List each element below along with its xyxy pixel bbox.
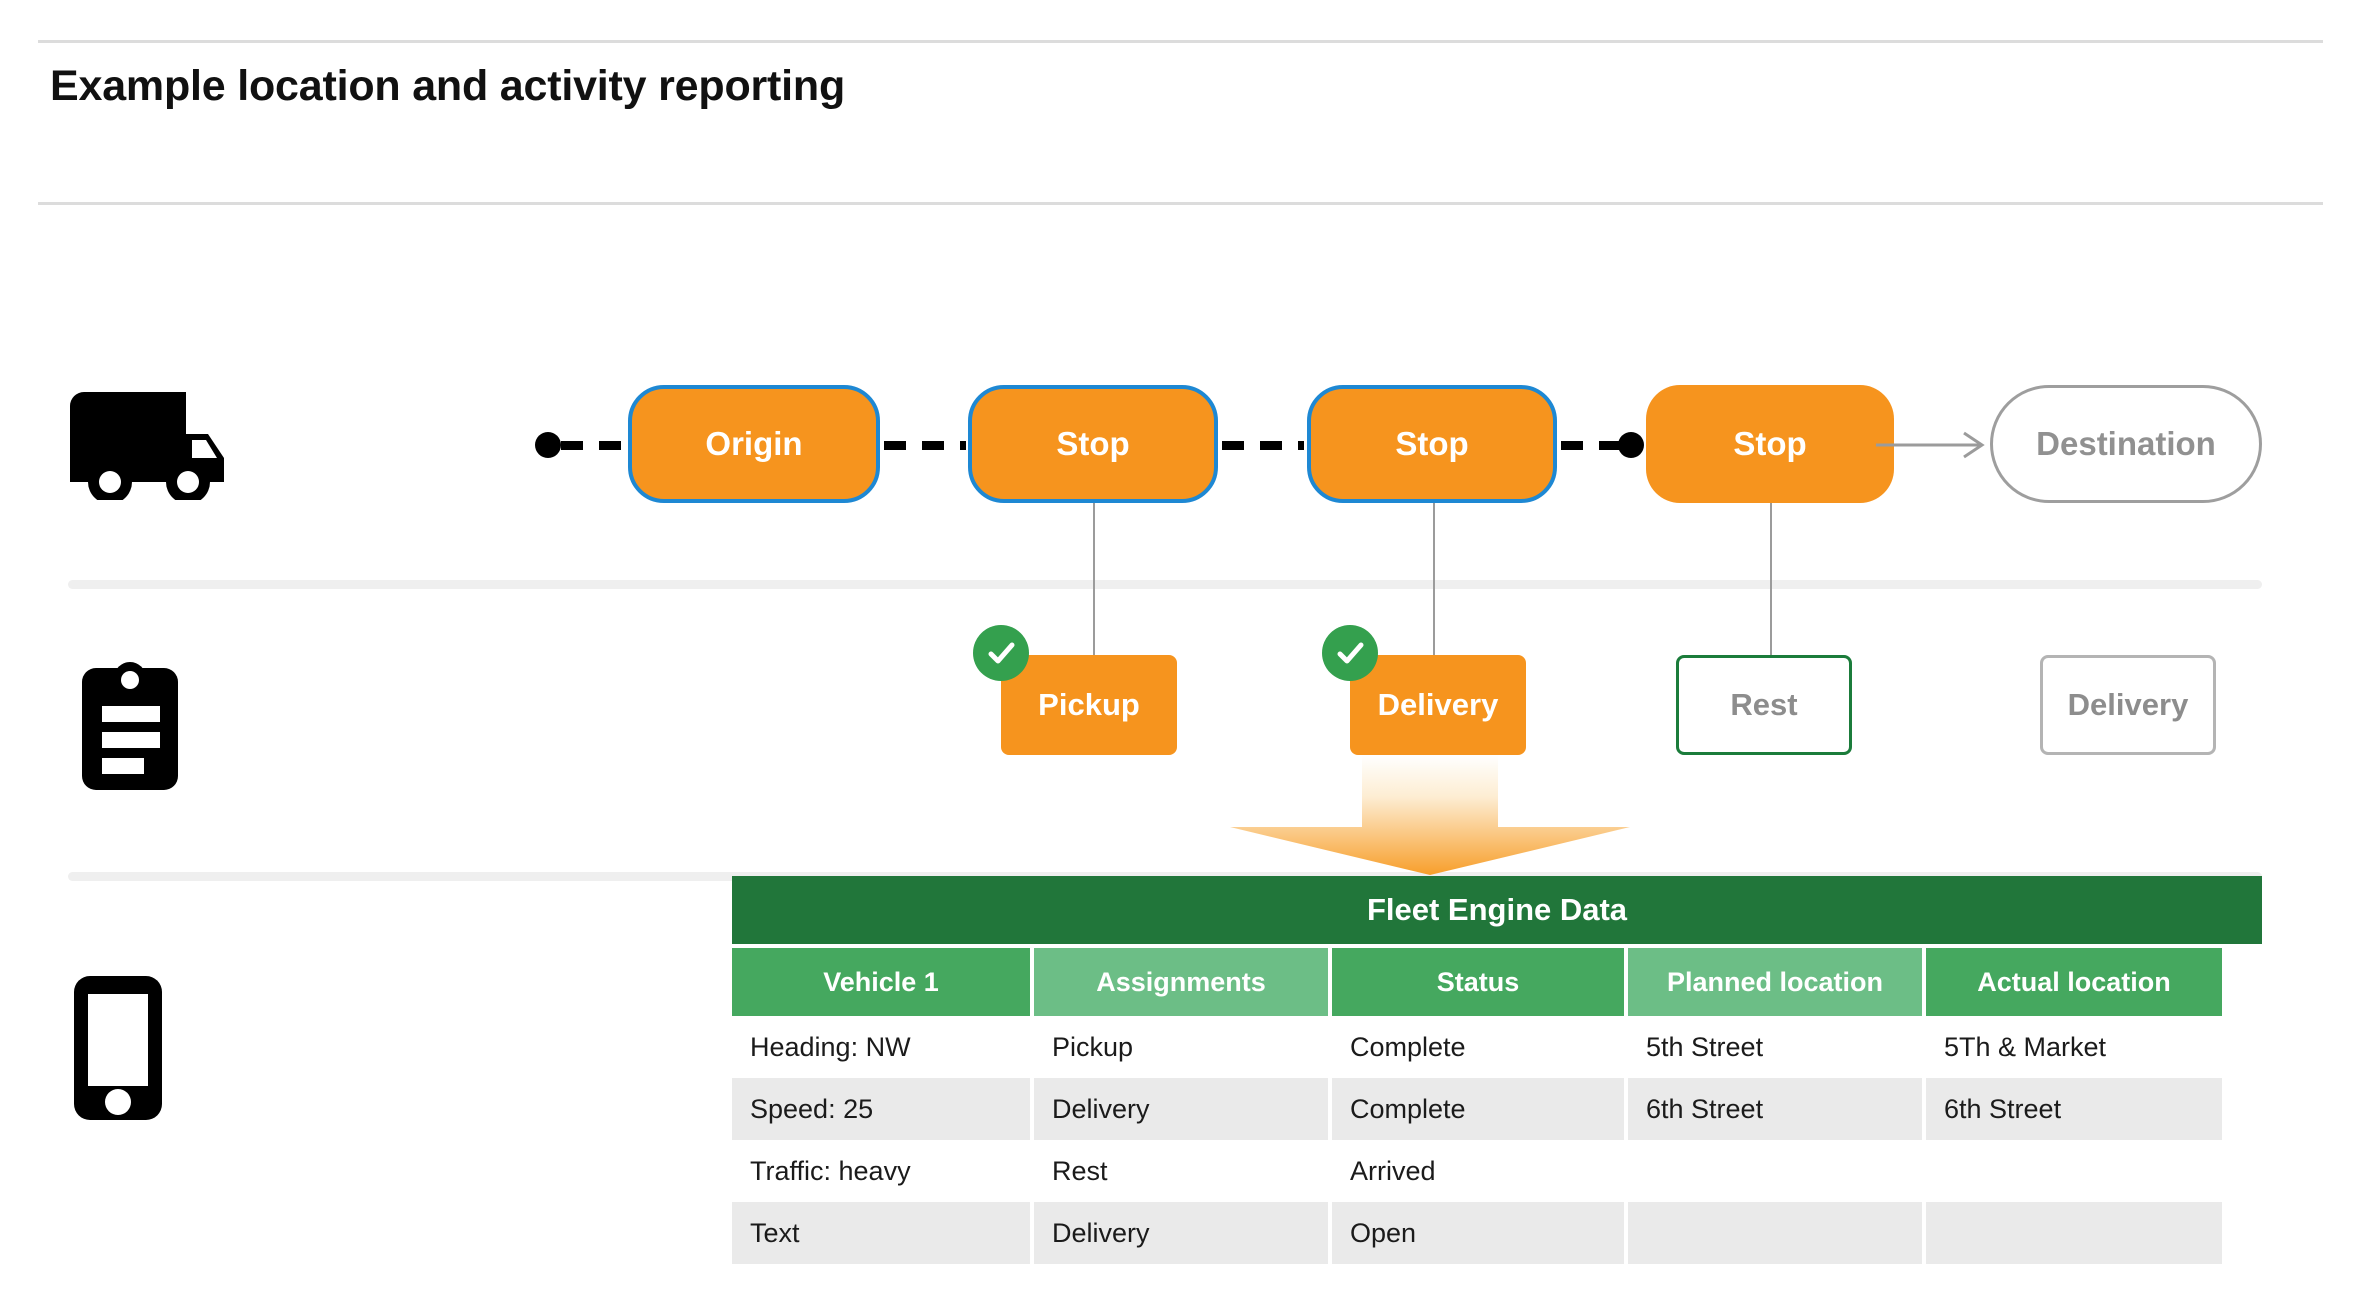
header-bottom-rule (38, 202, 2323, 205)
activity-card-delivery-open[interactable]: Delivery (2040, 655, 2216, 755)
journey-node-label: Stop (1056, 425, 1130, 462)
truck-icon (66, 390, 226, 505)
journey-dash-segment (1222, 441, 1304, 450)
header-top-rule (38, 40, 2323, 43)
destination-arrow-icon (1876, 425, 1996, 470)
table-column-header-actual-location[interactable]: Actual location (1926, 948, 2222, 1016)
clipboard-icon (70, 662, 190, 797)
table-cell: Text (732, 1202, 1030, 1264)
table-cell: 6th Street (1628, 1078, 1922, 1140)
journey-node-label: Origin (705, 425, 803, 462)
table-row: Speed: 25 Delivery Complete 6th Street 6… (732, 1078, 2262, 1140)
activity-card-label: Rest (1730, 687, 1798, 722)
table-cell: Traffic: heavy (732, 1140, 1030, 1202)
table-cell: Heading: NW (732, 1016, 1030, 1078)
page-title: Example location and activity reporting (50, 62, 846, 110)
journey-node-stop-2[interactable]: Stop (1307, 385, 1557, 503)
table-cell: Rest (1034, 1140, 1328, 1202)
activity-card-label: Delivery (1377, 687, 1499, 722)
stem-stop2-delivery (1433, 503, 1435, 658)
activity-complete-check-icon (973, 625, 1029, 681)
table-cell: Delivery (1034, 1202, 1328, 1264)
stem-stop3-rest (1770, 503, 1772, 658)
activity-card-pickup[interactable]: Pickup (1001, 655, 1177, 755)
table-cell: Speed: 25 (732, 1078, 1030, 1140)
table-cell: 5th Street (1628, 1016, 1922, 1078)
table-row: Traffic: heavy Rest Arrived (732, 1140, 2262, 1202)
table-cell (1628, 1140, 1922, 1202)
fleet-engine-data-table: Fleet Engine Data Vehicle 1 Assignments … (732, 876, 2262, 1264)
journey-node-origin[interactable]: Origin (628, 385, 880, 503)
smartphone-icon (68, 972, 168, 1129)
table-cell: 5Th & Market (1926, 1016, 2222, 1078)
journey-node-stop-3[interactable]: Stop (1646, 385, 1894, 503)
activity-card-label: Delivery (2067, 687, 2189, 722)
journey-start-dot (535, 432, 561, 458)
journey-node-destination[interactable]: Destination (1990, 385, 2262, 503)
data-flow-arrow-icon (1170, 755, 1690, 882)
table-cell (1926, 1140, 2222, 1202)
table-column-header-status[interactable]: Status (1332, 948, 1624, 1016)
table-title: Fleet Engine Data (732, 876, 2262, 944)
table-cell: Delivery (1034, 1078, 1328, 1140)
table-cell (1926, 1202, 2222, 1264)
journey-node-label: Stop (1733, 425, 1807, 462)
table-row: Text Delivery Open (732, 1202, 2262, 1264)
journey-mid-dot (1618, 432, 1644, 458)
table-cell: Arrived (1332, 1140, 1624, 1202)
table-cell: Open (1332, 1202, 1624, 1264)
journey-dash-segment (561, 441, 631, 450)
table-cell: Complete (1332, 1016, 1624, 1078)
table-column-header-assignments[interactable]: Assignments (1034, 948, 1328, 1016)
activity-complete-check-icon (1322, 625, 1378, 681)
activity-card-label: Pickup (1038, 687, 1140, 722)
journey-dash-segment (884, 441, 966, 450)
journey-node-stop-1[interactable]: Stop (968, 385, 1218, 503)
table-row: Heading: NW Pickup Complete 5th Street 5… (732, 1016, 2262, 1078)
journey-node-label: Stop (1395, 425, 1469, 462)
journey-dash-segment (1561, 441, 1619, 450)
stem-stop1-pickup (1093, 503, 1095, 658)
activity-card-delivery-complete[interactable]: Delivery (1350, 655, 1526, 755)
section-divider-vehicle-activity (68, 580, 2262, 589)
table-cell: Pickup (1034, 1016, 1328, 1078)
table-cell: 6th Street (1926, 1078, 2222, 1140)
table-cell: Complete (1332, 1078, 1624, 1140)
table-column-header-vehicle[interactable]: Vehicle 1 (732, 948, 1030, 1016)
activity-card-rest[interactable]: Rest (1676, 655, 1852, 755)
journey-node-label: Destination (2036, 425, 2216, 462)
table-header-row: Vehicle 1 Assignments Status Planned loc… (732, 948, 2262, 1016)
table-cell (1628, 1202, 1922, 1264)
table-column-header-planned-location[interactable]: Planned location (1628, 948, 1922, 1016)
